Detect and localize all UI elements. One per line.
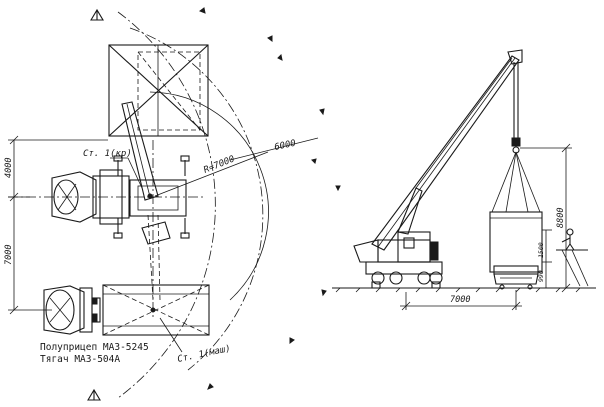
point-2-marker [150,307,156,313]
radius-label: R=7000 [202,154,236,175]
sling-left [491,151,517,213]
working-arc [149,91,269,301]
arc-ticks [198,7,341,390]
container-load-elevation [489,211,543,290]
plan-view [8,7,341,401]
swing-arc-outer [117,11,216,399]
sling-right [515,151,541,213]
crane-plan [51,101,190,301]
point-1-leader-2 [127,157,143,189]
point-1-marker [147,193,153,199]
point-2-leader [159,317,183,353]
elev-dim-small-1-label: 1500 [537,242,545,258]
elev-dim-horizontal-label: 7000 [450,295,470,305]
dim-bottom-label: 7000 [4,245,14,265]
container-block-plan [108,44,209,137]
worker-platform-elevation [556,228,589,287]
radius-leader [154,151,269,197]
elevation-view [332,49,596,311]
boom-elevation [371,49,523,251]
elev-dim-small-2-label: 990 [537,270,545,282]
dim-top-label: 4000 [4,158,14,178]
trailer-tractor-plan [43,284,210,336]
swing-arc-inner [129,27,264,371]
horizontal-dimension [400,290,522,311]
point-1-label: Ст. 1(кр) [83,149,132,159]
arc-leader [229,137,319,161]
crane-truck-elevation [353,231,443,289]
north-arrow-bottom-icon [87,388,101,401]
point-2-label: Ст. 1(маш) [177,344,232,365]
vertical-dimensions [520,143,572,293]
ground-hatch [335,287,581,293]
left-dimension [8,135,108,315]
north-arrow-top-icon [90,8,104,21]
elev-dim-height-label: 8800 [556,208,566,228]
arc-label: 6000 [274,139,297,153]
caption-line-1: Полуприцеп МАЗ-5245 [40,342,149,353]
caption-line-2: Тягач МАЗ-504А [40,354,120,365]
